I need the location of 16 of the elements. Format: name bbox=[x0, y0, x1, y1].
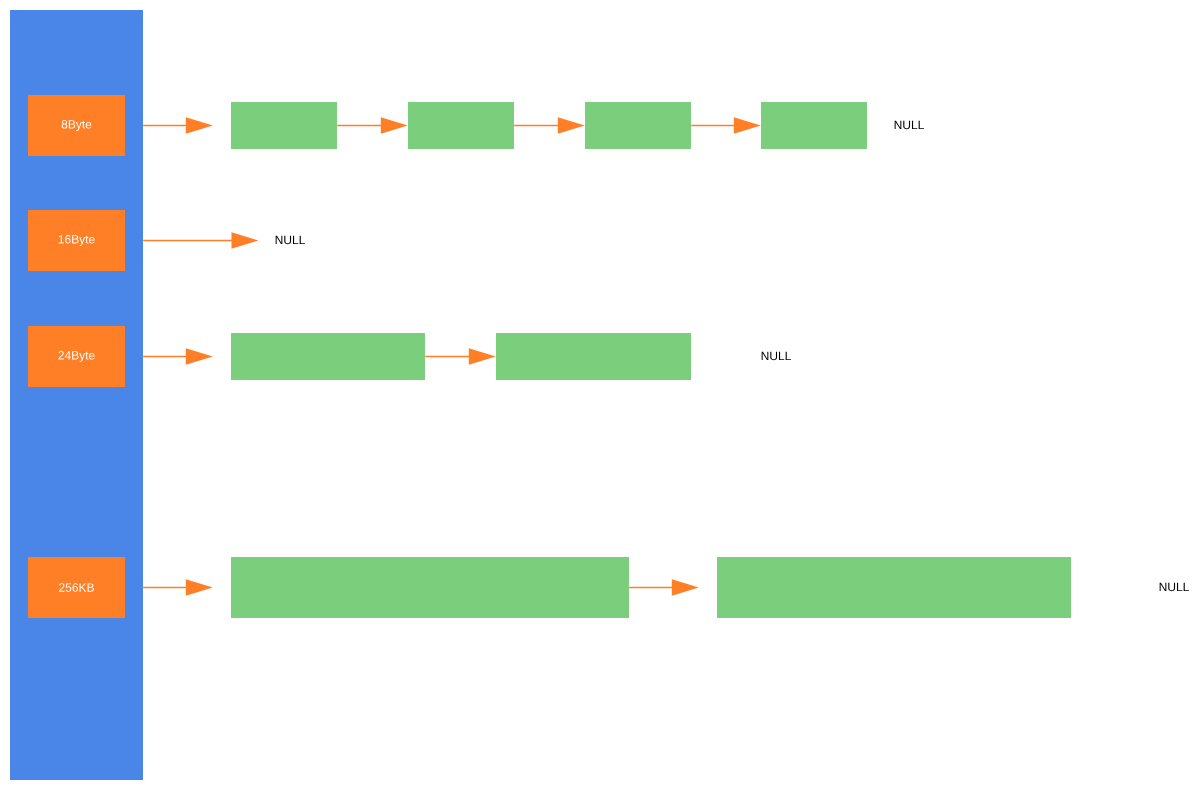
block-box bbox=[761, 102, 867, 149]
size-class-box: 8Byte bbox=[28, 95, 125, 156]
block-box bbox=[231, 557, 629, 618]
null-text: NULL bbox=[275, 235, 305, 245]
size-class-box: 256KB bbox=[28, 557, 125, 618]
block-box bbox=[231, 333, 425, 380]
size-class-box: 24Byte bbox=[28, 326, 125, 387]
block-box bbox=[585, 102, 691, 149]
block-box bbox=[496, 333, 691, 380]
null-text: NULL bbox=[761, 351, 791, 361]
null-text: NULL bbox=[894, 120, 924, 130]
null-text: NULL bbox=[1159, 582, 1189, 592]
block-box bbox=[231, 102, 337, 149]
size-class-box: 16Byte bbox=[28, 210, 125, 271]
block-box bbox=[408, 102, 514, 149]
block-box bbox=[717, 557, 1071, 618]
